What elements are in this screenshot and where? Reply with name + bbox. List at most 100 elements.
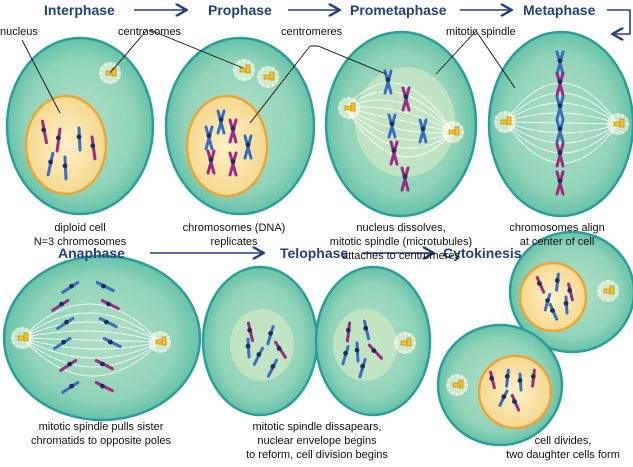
caption-prometaphase: mitotic spindle (microtubules) <box>330 236 472 248</box>
spindle-fiber <box>344 107 454 149</box>
chromosome <box>252 346 264 366</box>
chromosome <box>535 275 546 294</box>
label-nucleus: nucleus <box>0 26 38 38</box>
label-centromeres: centromeres <box>281 26 343 38</box>
leader-lines <box>21 29 516 124</box>
chromosome <box>563 295 569 315</box>
chromosome <box>498 389 509 407</box>
caption-prophase: chromosomes (DNA) <box>183 222 286 234</box>
chromosome <box>383 69 393 95</box>
chromosome <box>76 126 82 152</box>
cell-anaphase <box>2 254 202 422</box>
chromosome <box>100 299 120 311</box>
nucleus <box>518 261 588 333</box>
title-cytokinesis: Cytokinesis <box>443 245 522 261</box>
spindle-fiber <box>344 107 454 158</box>
chromosome <box>266 325 275 346</box>
chromosome <box>401 86 411 112</box>
caption-cytokinesis: cell divides, <box>535 435 592 447</box>
chromosome <box>543 292 552 312</box>
chromosome <box>55 127 62 153</box>
chromosome <box>243 134 253 160</box>
caption-cytokinesis: two daughter cells form <box>506 449 620 461</box>
title-prophase: Prophase <box>208 2 272 18</box>
caption-metaphase: chromosomes align <box>509 222 604 234</box>
chromosome <box>555 95 565 121</box>
caption-telophase: to reform, cell division begins <box>246 449 388 461</box>
chromosome <box>228 151 238 177</box>
chromosome <box>567 282 574 302</box>
chromosome <box>204 125 214 151</box>
chromosome <box>61 381 80 394</box>
chromosome <box>555 142 565 168</box>
chromosome <box>362 319 371 341</box>
spindle-fiber <box>21 337 161 359</box>
chromosome <box>555 170 565 196</box>
spindle-fiber <box>344 91 454 133</box>
chromosome <box>555 118 565 144</box>
chromosome <box>504 368 510 388</box>
title-prometaphase: Prometaphase <box>350 2 447 18</box>
chromosome <box>94 381 114 393</box>
caption-prometaphase: attaches to centromeres <box>342 250 461 262</box>
spindle-fiber <box>504 121 619 144</box>
spindle-fiber <box>21 312 161 343</box>
caption-prometaphase: nucleus dissolves, <box>356 222 445 234</box>
spindle-fibers <box>21 82 619 377</box>
chromosome <box>61 281 80 294</box>
centrosome-icon <box>11 327 33 349</box>
chromosome <box>510 393 521 412</box>
chromosomes <box>40 50 574 412</box>
chromosome <box>274 340 287 359</box>
title-interphase: Interphase <box>44 2 115 18</box>
chromosome <box>90 135 97 161</box>
label-mitotic-spindle: mitotic spindle <box>446 26 516 38</box>
nucleus <box>355 67 455 177</box>
chromosome <box>358 358 367 379</box>
caption-telophase: nuclear envelope begins <box>257 435 377 447</box>
nucleus <box>477 354 553 430</box>
title-anaphase: Anaphase <box>58 245 125 261</box>
centrosome-icon <box>607 113 629 135</box>
centrosome-icon <box>394 332 416 354</box>
chromosome <box>53 337 72 350</box>
chromosome <box>46 151 55 177</box>
chromosome <box>98 317 118 329</box>
chromosome <box>40 119 49 145</box>
chromosome <box>56 317 75 330</box>
caption-anaphase: mitotic spindle pulls sister <box>39 421 164 433</box>
spindle-fiber <box>21 303 161 343</box>
spindle-fiber <box>21 337 161 350</box>
chromosome <box>216 109 226 135</box>
chromosome <box>266 358 278 378</box>
spindle-fiber <box>21 330 161 343</box>
chromosome <box>400 166 410 192</box>
nucleus <box>185 94 269 198</box>
chromosome <box>489 370 496 390</box>
centrosome-icon <box>233 59 255 81</box>
chromosome <box>206 149 216 175</box>
caption-interphase: N=3 chromosomes <box>34 236 127 248</box>
centrosome-icon <box>494 111 516 133</box>
spindle-fiber <box>21 337 161 377</box>
centrosomes <box>11 59 629 396</box>
centrosome-icon <box>446 374 468 396</box>
centrosome-icon <box>597 280 619 302</box>
label-centrosomes: centrosomes <box>118 26 181 38</box>
chromosome <box>62 155 68 181</box>
chromosome <box>418 118 428 144</box>
chromosome <box>554 272 560 292</box>
centrosome-icon <box>442 121 464 143</box>
chromosome <box>548 302 559 321</box>
chromosome <box>555 71 565 97</box>
chromosome <box>345 321 352 343</box>
chromosome <box>387 113 397 139</box>
phase-arrows <box>134 10 631 253</box>
spindle-fiber <box>21 321 161 343</box>
caption-anaphase: chromatids to opposite poles <box>31 435 172 447</box>
centrosome-icon <box>338 97 360 119</box>
chromosome <box>94 359 114 371</box>
cells <box>2 30 633 447</box>
title-telophase: Telophase <box>280 245 348 261</box>
